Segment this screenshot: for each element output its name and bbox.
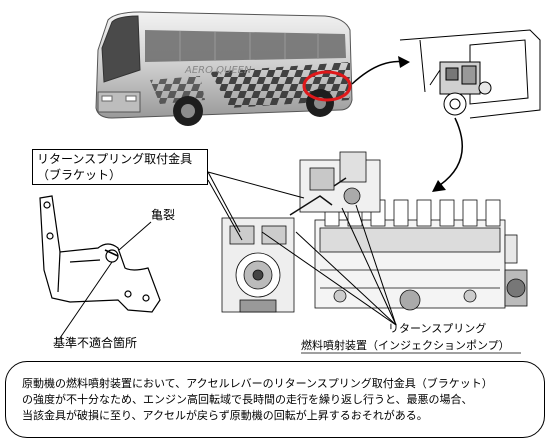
bracket-drawing xyxy=(39,195,161,313)
highlight-ring xyxy=(302,70,352,102)
pump-label: 燃料噴射装置（インジェクションポンプ） xyxy=(301,339,510,352)
bracket-callout: リターンスプリング取付金具 （ブラケット） xyxy=(32,149,208,185)
arrow-to-pump xyxy=(439,117,463,186)
nonconformity-label: 基準不適合箇所 xyxy=(53,336,138,350)
description-box: 原動機の燃料噴射装置において、アクセルレバーのリターンスプリング取付金具（ブラケ… xyxy=(5,361,545,438)
callout-text-line2: （ブラケット） xyxy=(37,168,122,182)
return-spring-label: リターンスプリング xyxy=(388,322,487,335)
arrow-to-engine-bay xyxy=(351,60,406,85)
description-line-3: 当該金具が破損に至り、アクセルが戻らず原動機の回転が上昇するおそれがある。 xyxy=(22,409,428,422)
return-spring-leaders xyxy=(261,204,397,326)
crack-label: 亀裂 xyxy=(151,208,176,222)
description-line-1: 原動機の燃料噴射装置において、アクセルレバーのリターンスプリング取付金具（ブラケ… xyxy=(22,377,493,390)
bus-illustration: AERO QUEEN xyxy=(95,11,353,126)
engine-bay-sketch xyxy=(399,29,541,119)
callout-text-line1: リターンスプリング取付金具 xyxy=(37,152,193,166)
description-line-2: の強度が不十分なため、エンジン高回転域で長時間の走行を繰り返し行うと、最悪の場合… xyxy=(22,393,473,406)
nonconformity-leader xyxy=(59,261,113,339)
crack-leader xyxy=(118,221,152,251)
callout-leaders xyxy=(207,171,305,241)
bus-brand-text: AERO QUEEN xyxy=(184,65,252,76)
injection-pump-drawing xyxy=(221,151,528,313)
